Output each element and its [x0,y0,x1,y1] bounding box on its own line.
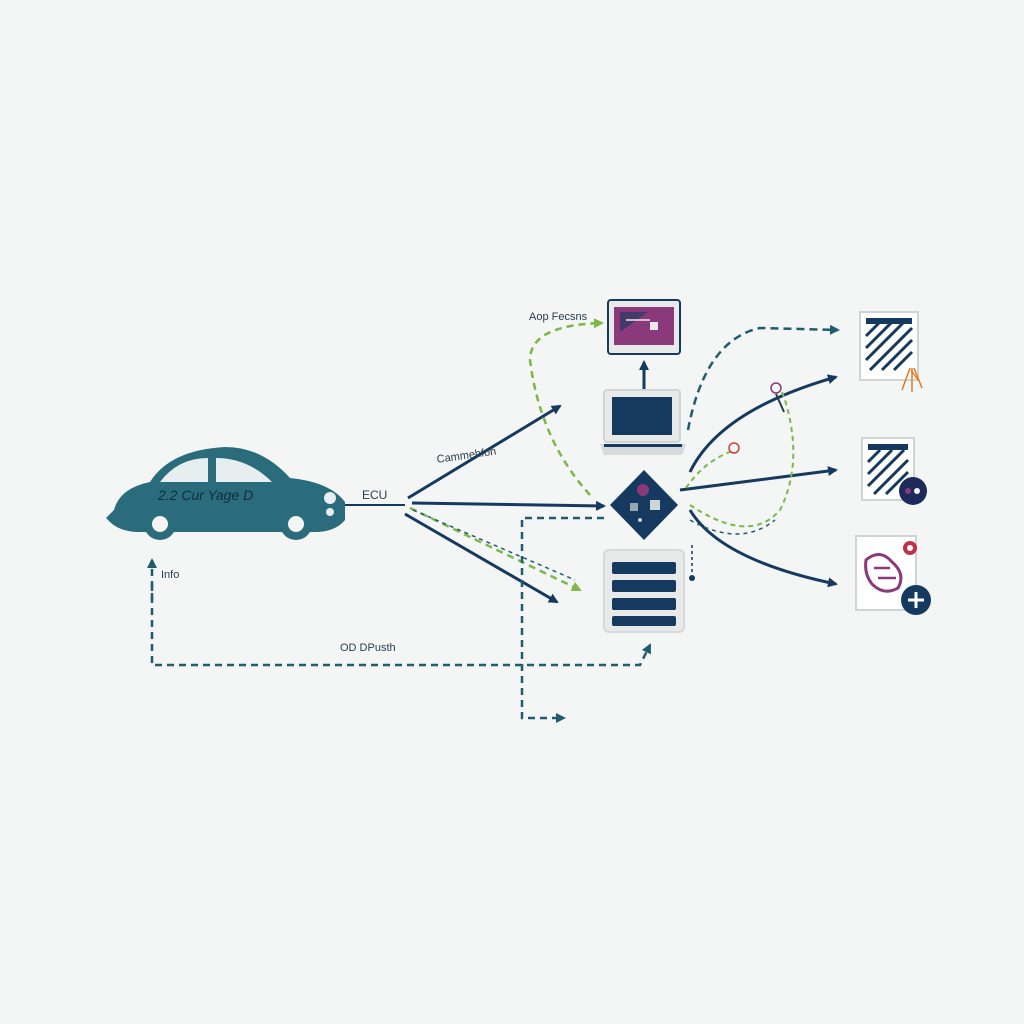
laptop-icon[interactable] [600,389,686,455]
server-icon[interactable] [603,545,695,633]
app-label: Aop Fecsns [529,311,588,323]
info-label: Info [161,569,180,581]
ecu-label: ECU [362,488,388,502]
car-icon [106,447,345,540]
obd-path-label: OD DPusth [340,642,396,654]
chip-icon[interactable] [610,470,678,540]
connection-arrows [404,404,606,604]
app-window-icon[interactable] [607,299,681,355]
document-plus-icon[interactable] [855,535,931,615]
document-icon[interactable] [859,311,923,392]
car-label: 2.2 Cur Yage D [158,487,254,503]
output-arrows [679,324,840,588]
document-badge-icon[interactable] [861,437,927,505]
